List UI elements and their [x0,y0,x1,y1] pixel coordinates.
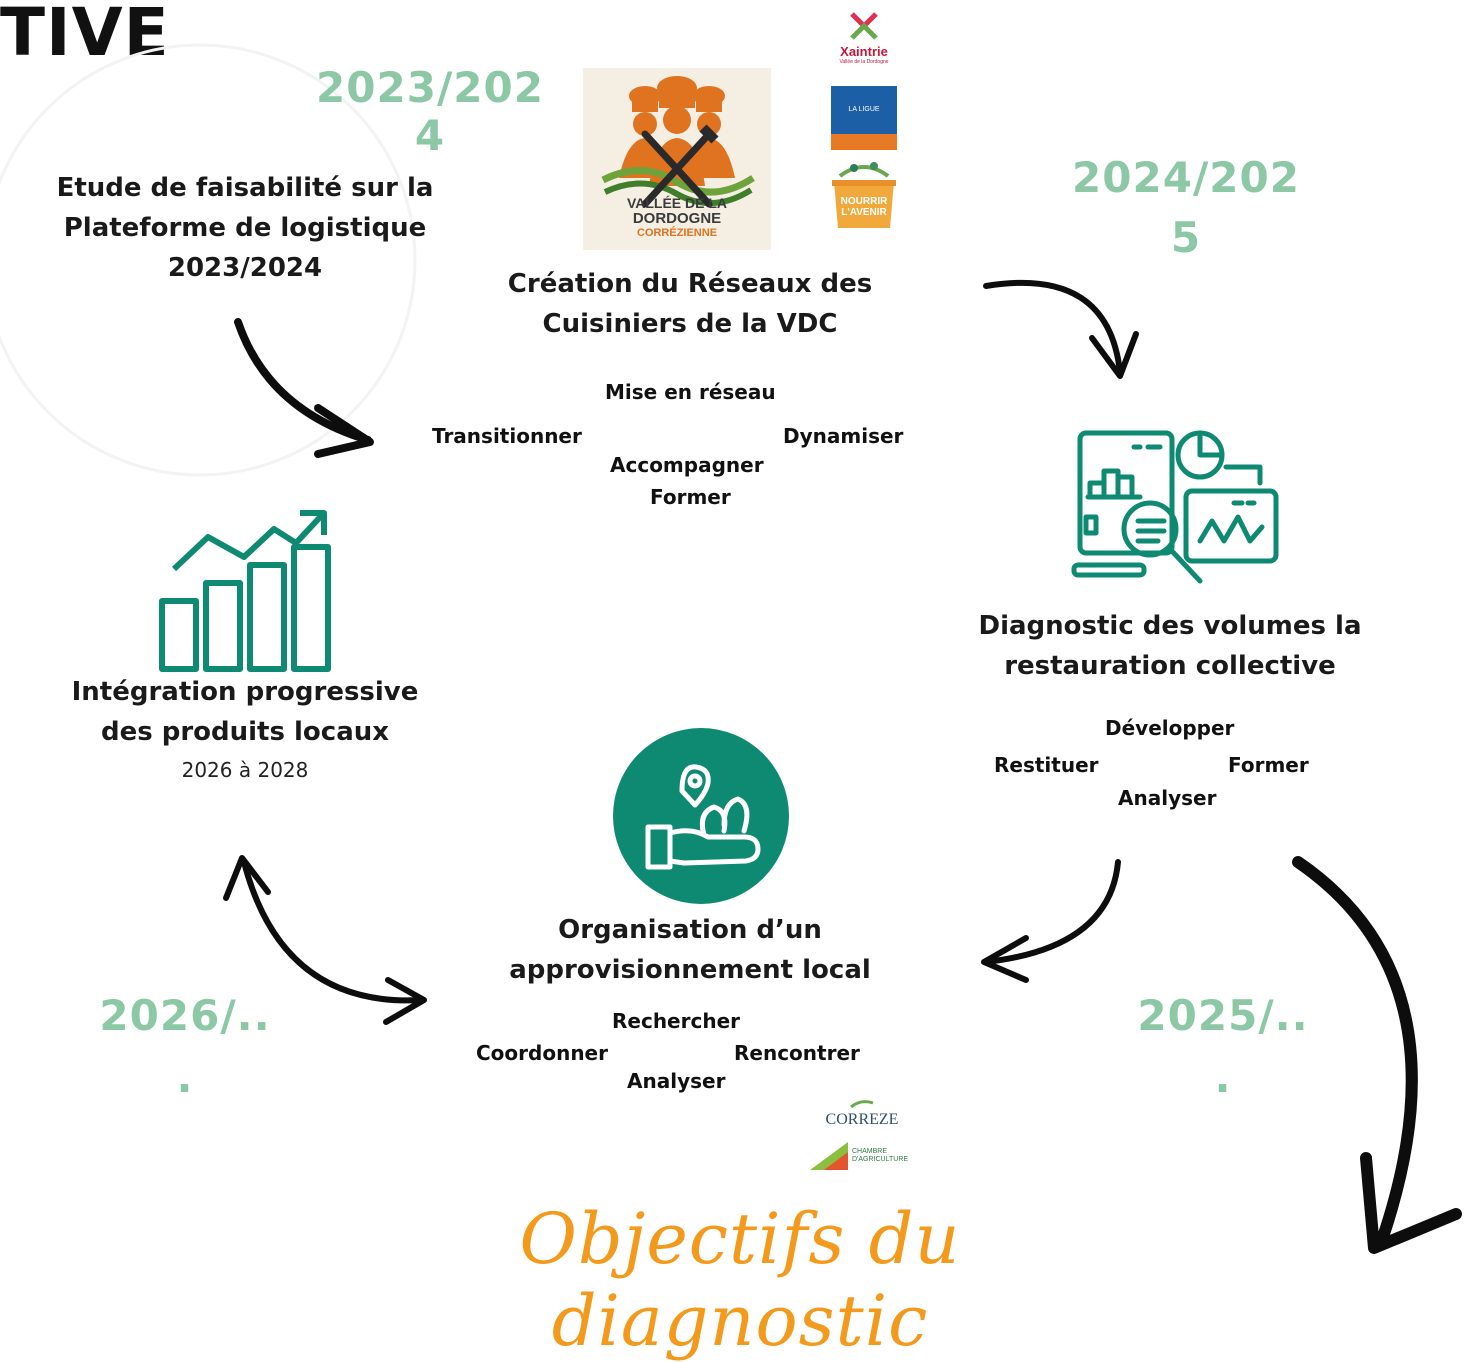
cooking-pot-icon [832,162,896,228]
year-label-2025: 2025/.. . [1137,991,1309,1102]
verb-rechercher: Rechercher [612,1009,741,1033]
chambre-mark-icon [810,1142,848,1170]
year-label-2023: 2023/202 4 [316,63,544,160]
vdc-logo-line2: DORDOGNE [632,210,722,227]
nourrir-avenir-logo: NOURRIR L'AVENIR [830,154,898,234]
verb-former: Former [650,485,731,509]
correze-logo: CORREZE [816,1094,908,1129]
ligue-logo: LA LIGUE [831,86,897,150]
arrow-supply-to-integration [223,855,427,1025]
cycle-arrows [223,279,1462,1254]
verb-transitionner: Transitionner [432,424,582,448]
verb-coordonner: Coordonner [476,1041,608,1065]
vdc-logo-line3: CORRÉZIENNE [636,227,718,239]
step-network-title: Création du Réseaux des Cuisiniers de la… [507,269,873,339]
xaintrie-logo: Xaintrie Vallée de la Dordogne [830,8,898,80]
integration-years: 2026 à 2028 [181,758,309,782]
year-label-2026: 2026/.. . [99,991,271,1102]
page-title-fragment: TIVE [0,0,170,71]
verb-analyser-supply: Analyser [627,1069,726,1093]
analytics-dashboard-icon [1071,430,1279,584]
vdc-logo-line1: VALLÉE DE LA [626,195,728,211]
verb-restituer: Restituer [994,753,1099,777]
verb-dynamiser: Dynamiser [783,424,904,448]
vdc-cooks-logo: VALLÉE DE LA DORDOGNE CORRÉZIENNE [583,68,771,250]
step-integration-title: Intégration progressive des produits loc… [71,677,419,747]
growth-chart-icon [159,510,331,672]
verb-analyser-diag: Analyser [1118,786,1217,810]
background-circle [0,43,417,477]
chambre-agriculture-logo: CHAMBRE D'AGRICULTURE [808,1138,918,1174]
verb-developper: Développer [1105,716,1235,740]
verb-mise-en-reseau: Mise en réseau [605,380,776,404]
local-sourcing-icon [613,728,789,904]
correze-leaf-icon [850,1100,874,1109]
arrow-feasibility-to-network [234,318,374,458]
year-label-2024: 2024/202 5 [1072,153,1300,262]
step-diagnostic-title: Diagnostic des volumes la restauration c… [978,611,1362,681]
xaintrie-mark-icon [850,12,878,40]
footer-title: Objectifs du diagnostic [519,1198,961,1362]
arrow-network-to-diagnostic [983,279,1139,379]
verb-accompagner: Accompagner [610,453,764,477]
verb-rencontrer: Rencontrer [734,1041,860,1065]
step-supply-title: Organisation d’un approvisionnement loca… [509,915,871,985]
step-feasibility-title: Etude de faisabilité sur la Plateforme d… [56,173,434,283]
verb-former-diag: Former [1228,753,1309,777]
arrow-diagnostic-to-supply [981,859,1121,983]
arrow-to-objectives [1292,856,1462,1254]
chef-group-icon [601,76,755,208]
